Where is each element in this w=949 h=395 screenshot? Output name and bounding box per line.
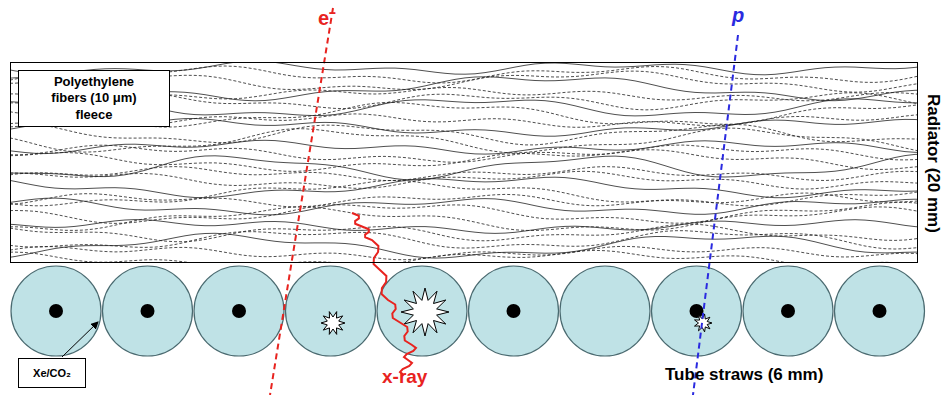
straw-tube xyxy=(377,266,467,356)
electron-track xyxy=(270,8,333,395)
gas-label: Xe/CO₂ xyxy=(33,367,71,379)
fiber xyxy=(11,207,917,231)
radiator-label: Radiator (20 mm) xyxy=(923,94,943,233)
fiber xyxy=(11,171,917,189)
fiber xyxy=(11,150,917,172)
fiber xyxy=(11,198,917,215)
straw-tube xyxy=(469,266,559,356)
anode-wire xyxy=(49,304,63,318)
anode-wire xyxy=(690,304,704,318)
fiber xyxy=(11,220,917,234)
straw-tube xyxy=(560,266,650,356)
proton-track xyxy=(693,35,738,395)
straw-label: Tube straws (6 mm) xyxy=(665,365,823,385)
straw-tube xyxy=(286,266,376,356)
straw-tubes xyxy=(11,266,925,356)
electron-label: e⁻ xyxy=(318,4,336,31)
fiber xyxy=(11,224,917,242)
straw-tube xyxy=(743,266,833,356)
straw-tube xyxy=(652,266,742,356)
proton-label: p xyxy=(732,4,744,27)
ionisation-star xyxy=(321,312,345,335)
fiber-texture xyxy=(11,63,917,262)
straw-tube xyxy=(11,266,101,356)
anode-wire xyxy=(232,304,246,318)
fiber xyxy=(11,231,917,249)
anode-wire xyxy=(873,304,887,318)
straw-tube xyxy=(835,266,925,356)
straw-tube xyxy=(194,266,284,356)
fiber xyxy=(11,140,917,154)
fiber xyxy=(11,250,917,262)
fiber-label-box: Polyethylene fibers (10 μm) fleece xyxy=(18,70,170,127)
anode-wire xyxy=(507,304,521,318)
anode-wire xyxy=(141,304,155,318)
fiber xyxy=(11,145,917,162)
fiber-label: Polyethylene fibers (10 μm) fleece xyxy=(35,74,153,123)
ionisation-stars xyxy=(321,288,712,336)
x-ray-label: x-ray xyxy=(382,366,427,388)
fiber xyxy=(11,246,917,259)
fiber xyxy=(11,154,917,180)
radiator-box: Radiator (20 mm)Polyethylene fibers (10 … xyxy=(10,62,918,263)
straw-tube xyxy=(103,266,193,356)
gas-label-box: Xe/CO₂ xyxy=(18,358,86,388)
anode-wire xyxy=(781,304,795,318)
leader-arrow xyxy=(62,322,98,357)
x-ray-path xyxy=(352,213,416,375)
